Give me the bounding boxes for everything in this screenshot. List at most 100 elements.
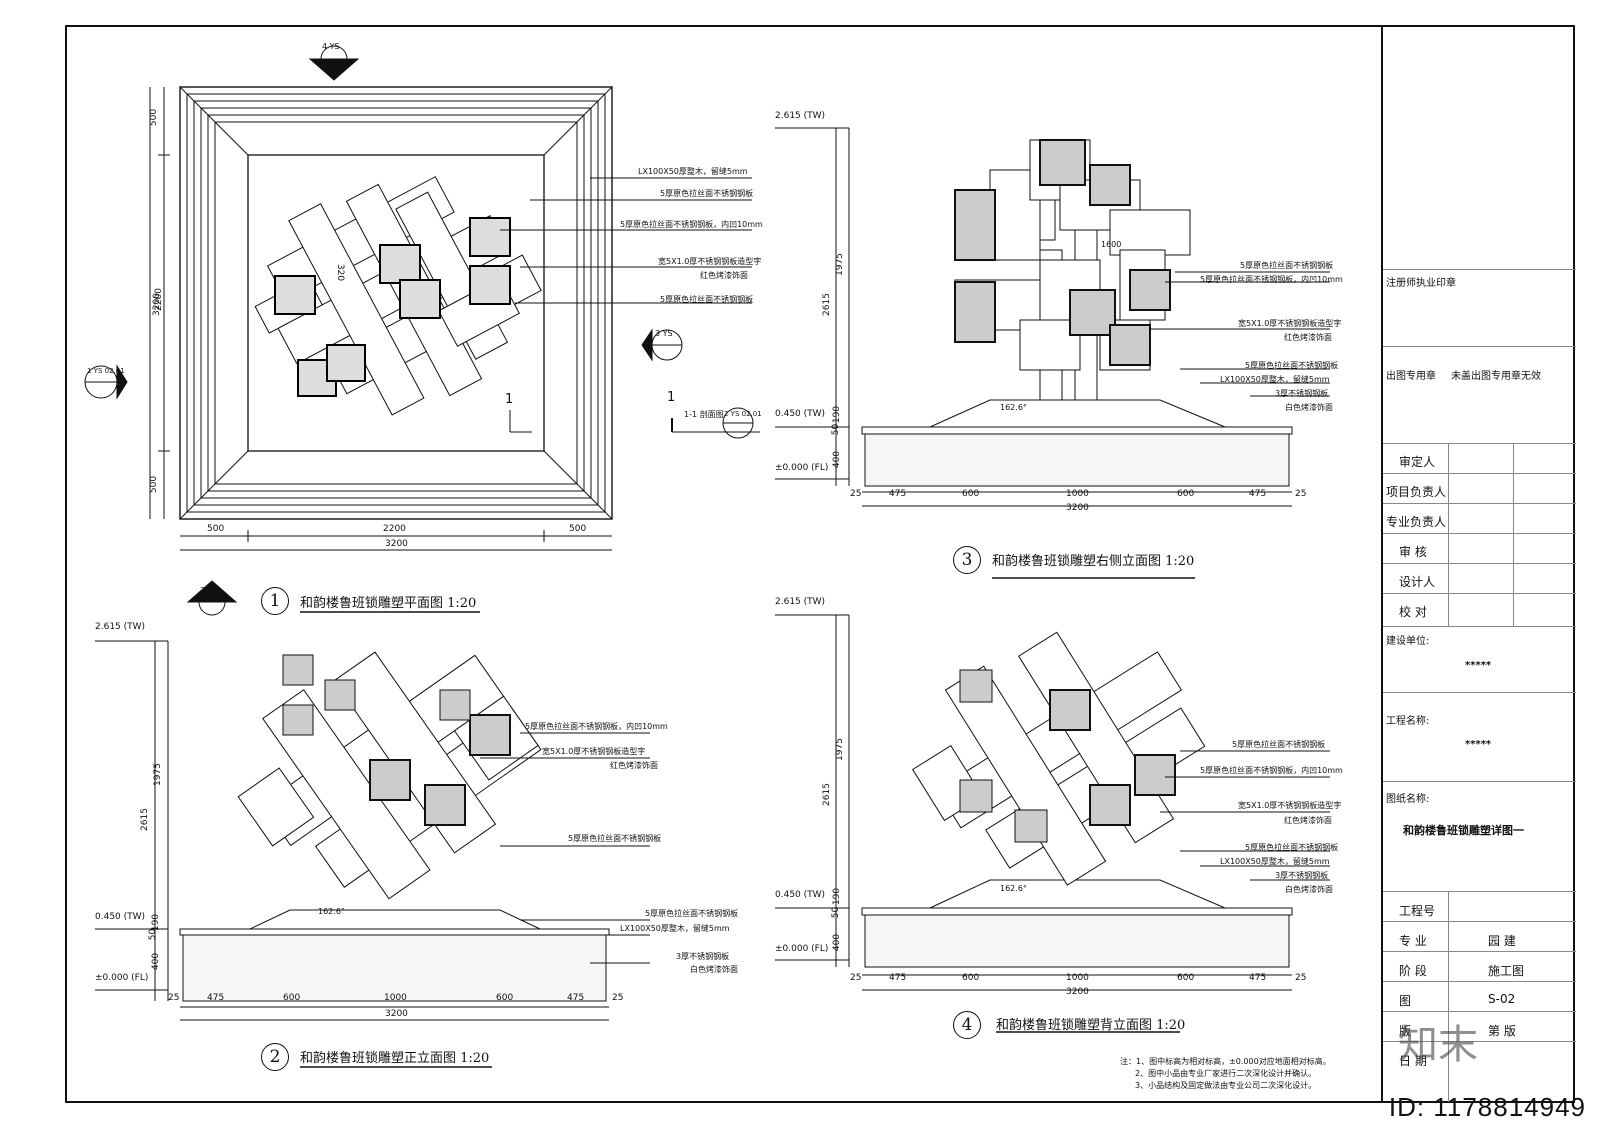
annotation-steel2-plan: 5厚原色拉丝面不锈钢钢板 <box>660 295 754 304</box>
drawing-value: 和韵楼鲁班锁雕塑详图一 <box>1403 824 1524 837</box>
annotation-wood-plan: LX100X50厚整木，留缝5mm <box>638 167 748 176</box>
back-dim-190: 190 <box>832 887 843 906</box>
dim-plan-bottom-left: 500 <box>207 524 225 534</box>
back-dim-total: 3200 <box>1066 987 1089 997</box>
front-dim-50: 50 <box>148 928 159 941</box>
right-dim-475b: 475 <box>1249 489 1267 499</box>
annotation-steel-plan: 5厚原色拉丝面不锈钢钢板 <box>660 189 754 198</box>
back-view-number: 4 <box>953 1011 981 1039</box>
front-dim-475a: 475 <box>207 993 225 1003</box>
front-dim-25b: 25 <box>612 993 624 1003</box>
plan-view-number: 1 <box>261 587 289 615</box>
right-ann-letters: 宽5X1.0厚不锈钢钢板造型字 <box>1238 319 1342 328</box>
right-ann-steel2: 5厚原色拉丝面不锈钢钢板 <box>1245 361 1339 370</box>
front-level-tw: 2.615 (TW) <box>95 622 146 632</box>
back-dim-600a: 600 <box>962 973 980 983</box>
project-value: ***** <box>1465 739 1492 750</box>
ref-marker-section <box>722 407 754 439</box>
tb-divider-4 <box>1383 692 1576 693</box>
annotation-red-plan: 红色烤漆饰面 <box>700 271 748 280</box>
front-ann-steel: 5厚原色拉丝面不锈钢钢板 <box>568 834 662 843</box>
tb-divider-6 <box>1383 891 1576 892</box>
right-dim-600b: 600 <box>1177 489 1195 499</box>
dim-plan-bottom-total: 3200 <box>385 539 408 549</box>
back-elevation <box>775 614 1330 991</box>
back-dim-1975: 1975 <box>834 738 845 761</box>
tb-divider-3 <box>1383 443 1576 444</box>
annotation-steel-recess-plan: 5厚原色拉丝面不锈钢钢板，内凹10mm <box>620 220 763 229</box>
right-dim-190: 190 <box>832 405 843 424</box>
dim-plan-left-top: 500 <box>149 108 160 127</box>
back-dim-475b: 475 <box>1249 973 1267 983</box>
back-dim-1000: 1000 <box>1066 973 1089 983</box>
dim-plan-left-bottom: 500 <box>149 475 160 494</box>
seal-output-label: 出图专用章 <box>1386 371 1436 382</box>
back-ann-3mm: 3厚不锈钢钢板 <box>1275 871 1329 880</box>
ref-marker-right <box>641 328 683 362</box>
client-label: 建设单位: <box>1386 636 1430 647</box>
plan-section-mark: 1 <box>505 392 514 407</box>
front-dim-600b: 600 <box>496 993 514 1003</box>
back-level-tw: 2.615 (TW) <box>775 597 826 607</box>
back-dim-400: 400 <box>832 933 843 952</box>
plan-view <box>149 86 760 551</box>
project-label: 工程名称: <box>1386 716 1430 727</box>
right-ann-recess: 5厚原色拉丝面不锈钢钢板，内凹10mm <box>1200 275 1343 284</box>
tb-divider-2 <box>1383 346 1576 347</box>
back-ann-red: 红色烤漆饰面 <box>1284 816 1332 825</box>
back-ann-recess: 5厚原色拉丝面不锈钢钢板，内凹10mm <box>1200 766 1343 775</box>
ref-section-text: 2 YS 02.01 <box>724 410 762 418</box>
right-ann-wood: LX100X50厚整木，留缝5mm <box>1220 375 1330 384</box>
right-ann-red: 红色烤漆饰面 <box>1284 333 1332 342</box>
plan-view-title: 和韵楼鲁班锁雕塑平面图 1:20 <box>300 596 477 611</box>
front-dim-total: 3200 <box>385 1009 408 1019</box>
front-dim-25a: 25 <box>168 993 180 1003</box>
ref-marker-front <box>186 580 238 616</box>
dim-plan-320: 320 <box>335 263 346 282</box>
front-dim-600a: 600 <box>283 993 301 1003</box>
front-dim-2615: 2615 <box>139 808 150 831</box>
back-dim-475a: 475 <box>889 973 907 983</box>
dim-plan-left-mid: 2200 <box>153 288 164 311</box>
right-ann-white: 白色烤漆饰面 <box>1285 403 1333 412</box>
ref-marker-left <box>84 364 128 400</box>
front-ann-steel2: 5厚原色拉丝面不锈钢钢板 <box>645 909 739 918</box>
annotation-letters-plan: 宽5X1.0厚不锈钢钢板造型字 <box>658 257 762 266</box>
front-view-title: 和韵楼鲁班锁雕塑正立面图 1:20 <box>300 1051 490 1066</box>
front-ann-3mm: 3厚不锈钢钢板 <box>676 952 730 961</box>
ref-right-text: 3 YS <box>655 329 673 338</box>
tb-col-line-3 <box>1448 891 1449 1102</box>
general-notes: 注：1、图中标高为相对标高，±0.000对应地面相对标高。 2、图中小品由专业厂… <box>1120 1056 1331 1092</box>
front-elevation <box>95 640 650 1021</box>
front-ann-red: 红色烤漆饰面 <box>610 761 658 770</box>
back-dim-50: 50 <box>831 906 842 919</box>
right-ann-3mm: 3厚不锈钢钢板 <box>1275 389 1329 398</box>
front-ann-letters: 宽5X1.0厚不锈钢钢板造型字 <box>542 747 646 756</box>
section-mark-num: 1 <box>667 390 676 405</box>
tb-col-line-2 <box>1513 443 1514 626</box>
tb-divider-1 <box>1383 269 1576 270</box>
drawing-label: 图纸名称: <box>1386 794 1430 805</box>
note-1: 注：1、图中标高为相对标高，±0.000对应地面相对标高。 <box>1120 1057 1331 1066</box>
front-view-number: 2 <box>261 1043 289 1071</box>
sheet-border <box>65 25 1575 1103</box>
front-angle: 162.6° <box>318 907 345 916</box>
back-ann-steel2: 5厚原色拉丝面不锈钢钢板 <box>1245 843 1339 852</box>
back-angle: 162.6° <box>1000 884 1027 893</box>
ref-top-text: 4 YS <box>322 42 340 51</box>
front-dim-1975: 1975 <box>152 763 163 786</box>
right-dim-1600: 1600 <box>1101 240 1122 249</box>
tb-divider-5 <box>1383 781 1576 782</box>
dim-plan-bottom-mid: 2200 <box>383 524 406 534</box>
front-level-450: 0.450 (TW) <box>95 912 146 922</box>
back-view-title: 和韵楼鲁班锁雕塑背立面图 1:20 <box>996 1018 1186 1033</box>
right-level-450: 0.450 (TW) <box>775 409 826 419</box>
right-dim-1000: 1000 <box>1066 489 1089 499</box>
seal-registered-label: 注册师执业印章 <box>1386 278 1456 289</box>
back-dim-25b: 25 <box>1295 973 1307 983</box>
note-2: 2、图中小品由专业厂家进行二次深化设计并确认。 <box>1135 1069 1317 1078</box>
right-view-number: 3 <box>953 546 981 574</box>
right-dim-600a: 600 <box>962 489 980 499</box>
